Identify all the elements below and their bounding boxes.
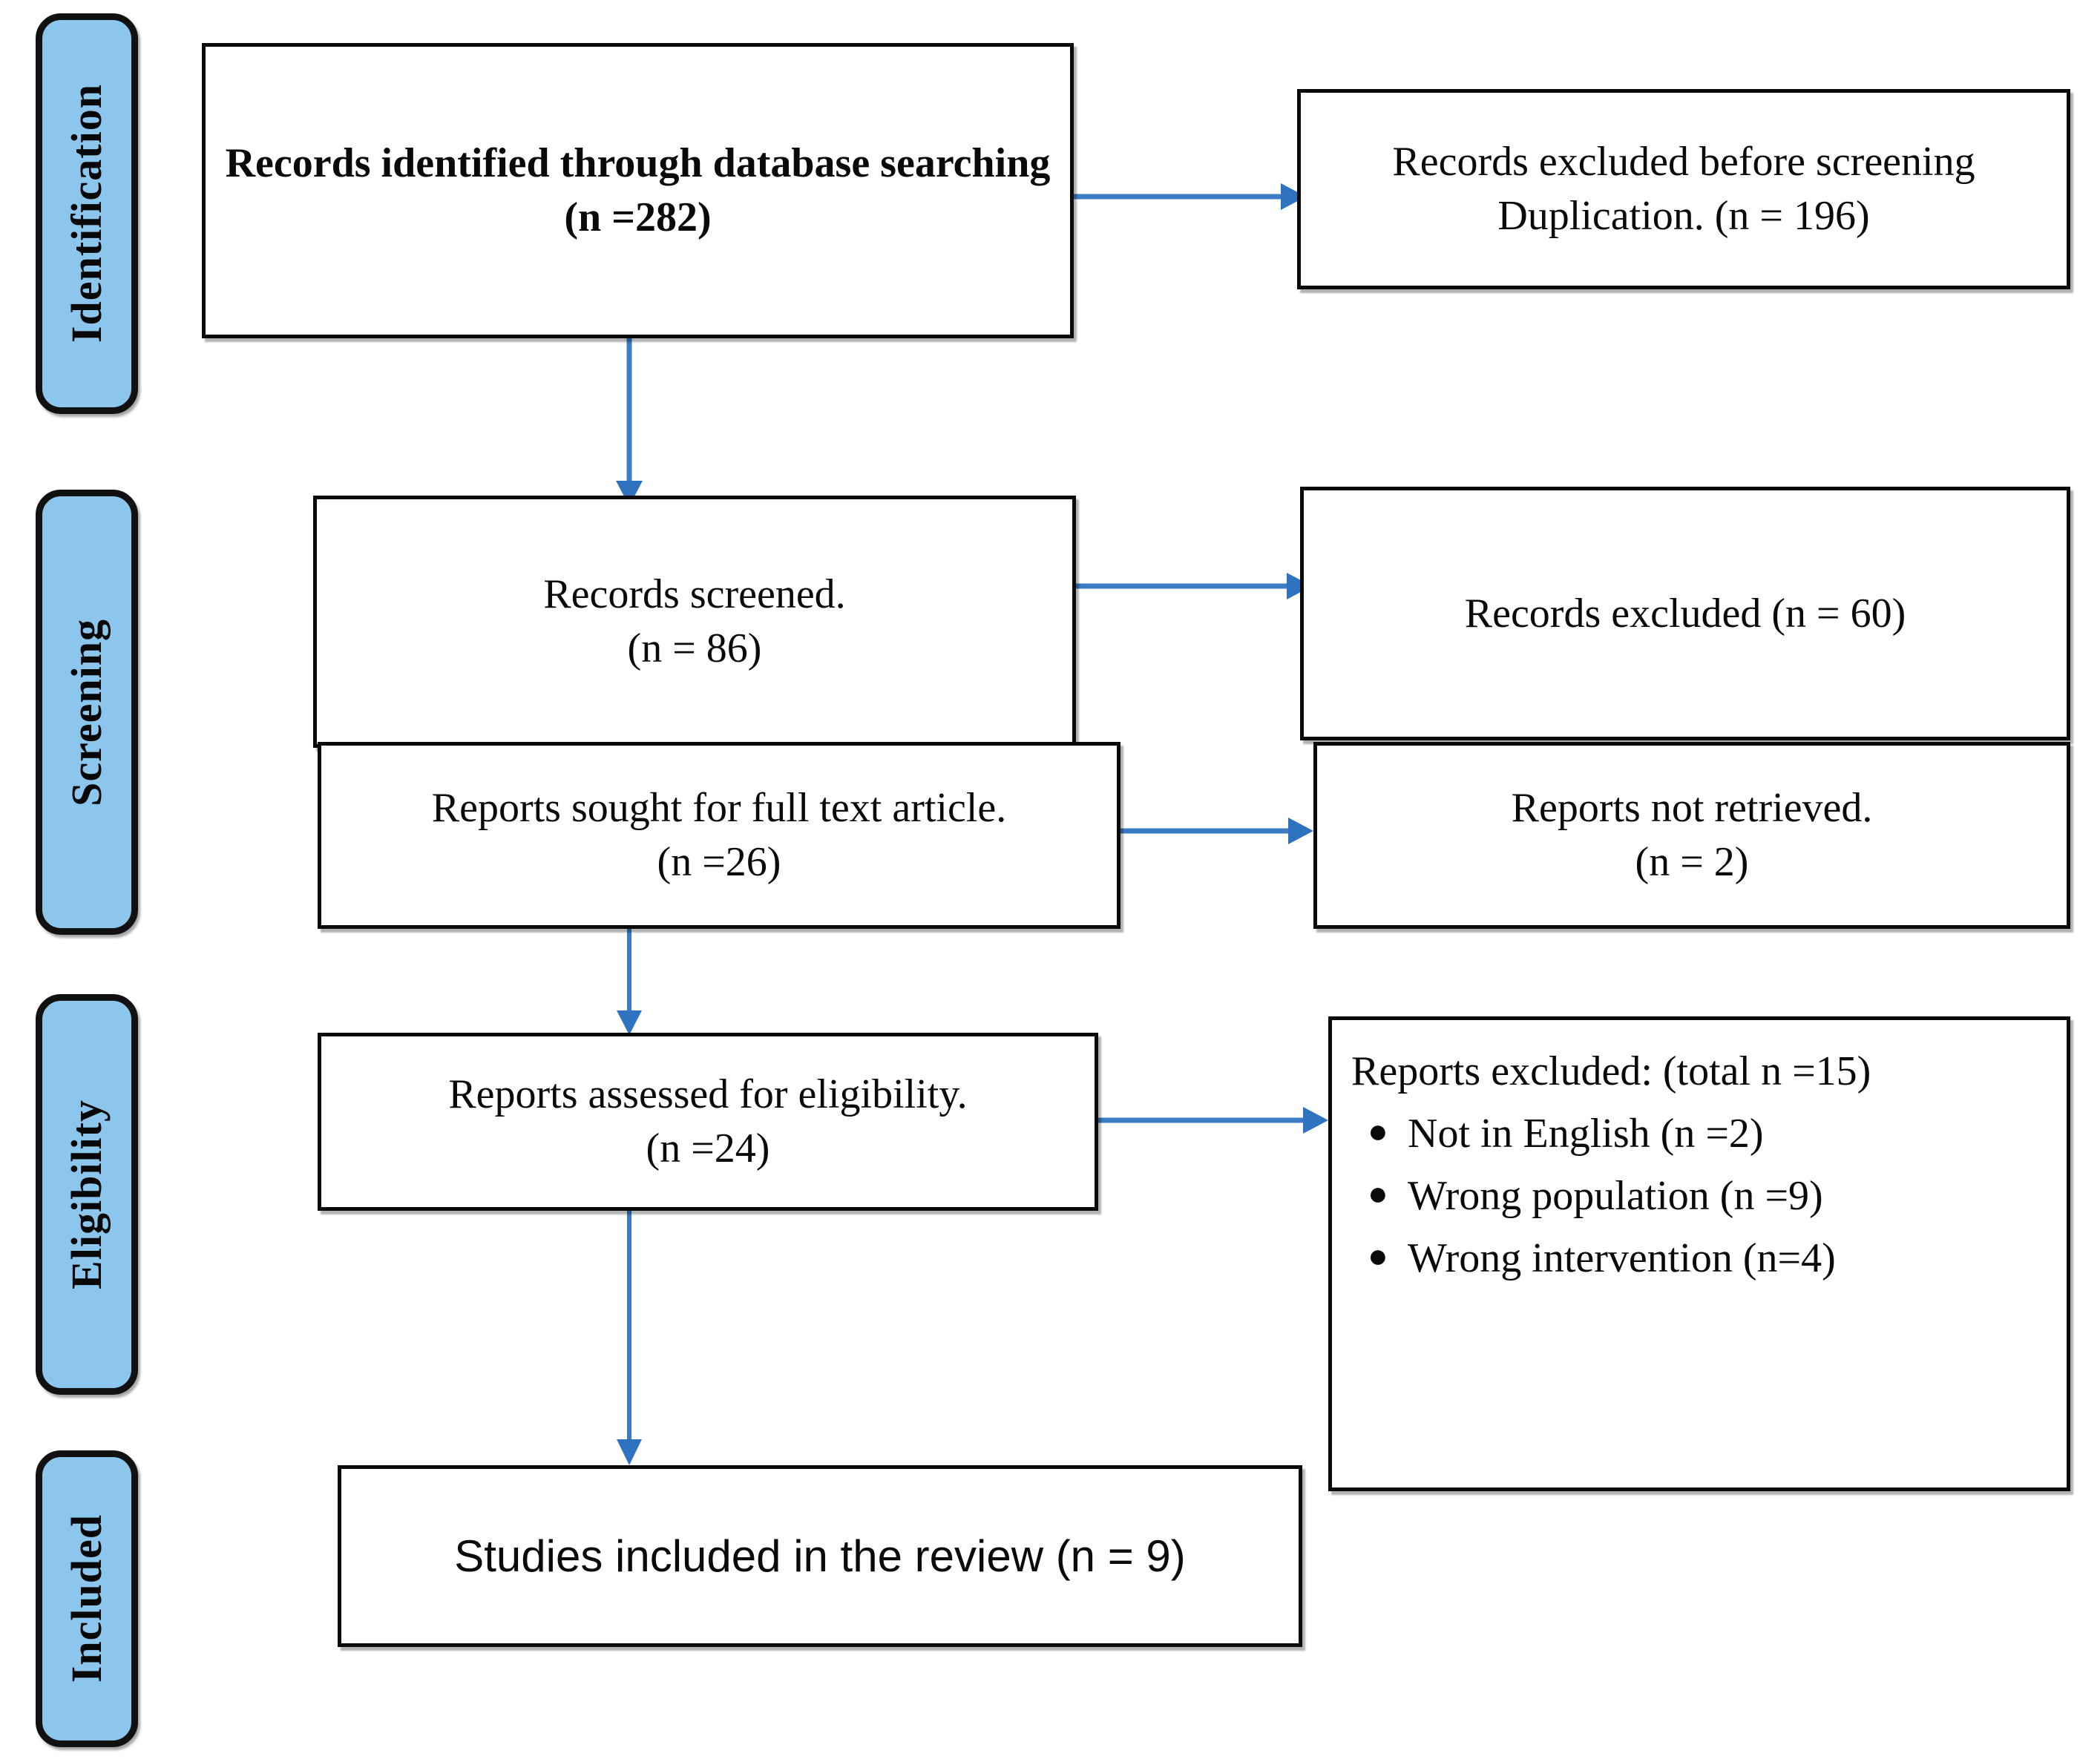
reports-excluded-reason-label: Not in English (n =2) — [1408, 1111, 1764, 1157]
box-records-screened: Records screened. (n = 86) — [313, 496, 1076, 748]
reports-excluded-reason-list: ● Not in English (n =2) ● Wrong populati… — [1351, 1108, 2047, 1284]
connector-identified-to-screened — [614, 335, 644, 506]
bullet-icon: ● — [1368, 1174, 1388, 1212]
stage-pill-eligibility: Eligibility — [36, 994, 138, 1395]
box-records-excluded-text: Records excluded (n = 60) — [1464, 590, 1906, 637]
stage-label-eligibility: Eligibility — [62, 1099, 111, 1289]
connector-screened-to-excluded — [1074, 571, 1312, 601]
box-reports-assessed: Reports assessed for eligibility. (n =24… — [318, 1033, 1098, 1211]
list-item: ● Wrong population (n =9) — [1368, 1170, 2047, 1222]
connector-sought-to-not-retrieved — [1120, 816, 1313, 846]
box-records-identified-text: Records identified through database sear… — [225, 140, 1051, 240]
box-reports-not-retrieved: Reports not retrieved. (n = 2) — [1313, 742, 2070, 929]
box-reports-assessed-text: Reports assessed for eligibility. (n =24… — [448, 1071, 968, 1171]
reports-excluded-content: Reports excluded: (total n =15) ● Not in… — [1351, 1045, 2047, 1295]
reports-excluded-reason-label: Wrong intervention (n=4) — [1408, 1235, 1836, 1281]
stage-pill-included: Included — [36, 1450, 138, 1747]
box-studies-included-text: Studies included in the review (n = 9) — [454, 1531, 1186, 1581]
connector-assessed-to-excluded — [1098, 1105, 1328, 1135]
list-item: ● Not in English (n =2) — [1368, 1108, 2047, 1160]
connector-assessed-to-included — [614, 1209, 644, 1465]
connector-sought-to-assessed — [614, 927, 644, 1035]
reports-excluded-heading: Reports excluded: (total n =15) — [1351, 1048, 1871, 1094]
stage-pill-screening: Screening — [36, 490, 138, 935]
box-reports-not-retrieved-text: Reports not retrieved. (n = 2) — [1511, 785, 1873, 885]
reports-excluded-reason-label: Wrong population (n =9) — [1408, 1173, 1823, 1219]
bullet-icon: ● — [1368, 1237, 1388, 1275]
box-records-identified: Records identified through database sear… — [202, 43, 1074, 338]
box-records-excluded: Records excluded (n = 60) — [1300, 487, 2070, 740]
box-records-screened-text: Records screened. (n = 86) — [543, 571, 846, 671]
stage-label-identification: Identification — [62, 84, 111, 343]
stage-label-included: Included — [62, 1514, 111, 1683]
box-reports-excluded: Reports excluded: (total n =15) ● Not in… — [1328, 1016, 2070, 1491]
box-reports-sought-text: Reports sought for full text article. (n… — [431, 785, 1007, 885]
box-reports-sought: Reports sought for full text article. (n… — [318, 742, 1120, 929]
box-records-excluded-before-screening-text: Records excluded before screening Duplic… — [1392, 139, 1975, 239]
box-studies-included: Studies included in the review (n = 9) — [338, 1465, 1302, 1647]
list-item: ● Wrong intervention (n=4) — [1368, 1232, 2047, 1284]
bullet-icon: ● — [1368, 1112, 1388, 1150]
stage-label-screening: Screening — [62, 618, 111, 806]
connector-identified-to-excluded-dup — [1069, 182, 1306, 211]
box-records-excluded-before-screening: Records excluded before screening Duplic… — [1297, 89, 2070, 289]
stage-pill-identification: Identification — [36, 13, 138, 414]
